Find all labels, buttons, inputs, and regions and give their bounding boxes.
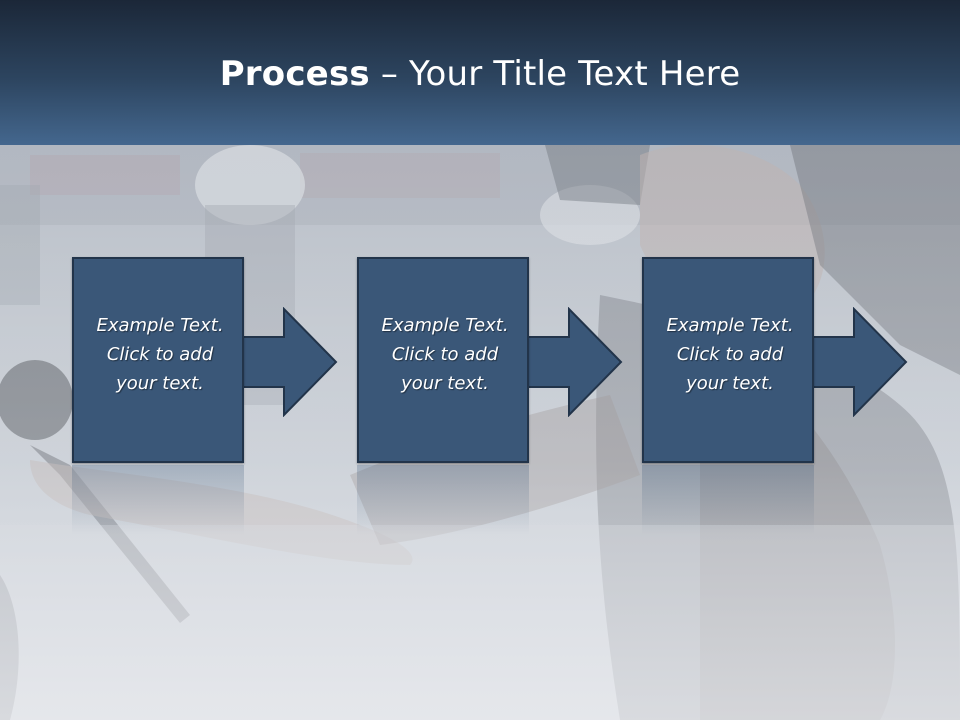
arrow-right-icon [810,307,908,417]
box-line-2: Click to add [106,344,214,365]
box-line-3: your text. [116,373,204,394]
box-reflection [72,465,244,535]
box-line-1: Example Text. [96,315,224,336]
process-box-3[interactable]: Example Text. Click to add your text. [642,257,814,463]
box-line-2: Click to add [391,344,499,365]
process-box-text: Example Text. Click to add your text. [644,311,816,398]
arrow-right-icon [240,307,338,417]
box-line-1: Example Text. [381,315,509,336]
process-box-2[interactable]: Example Text. Click to add your text. [357,257,529,463]
box-line-2: Click to add [676,344,784,365]
title-band: Process – Your Title Text Here [0,0,960,145]
box-reflection [642,465,814,535]
box-reflection [357,465,529,535]
box-line-3: your text. [686,373,774,394]
slide-title[interactable]: Process – Your Title Text Here [0,52,960,96]
process-box-text: Example Text. Click to add your text. [359,311,531,398]
process-box-1[interactable]: Example Text. Click to add your text. [72,257,244,463]
title-bold: Process [219,54,370,94]
arrow-right-icon [525,307,623,417]
box-line-1: Example Text. [666,315,794,336]
process-box-text: Example Text. Click to add your text. [74,311,246,398]
box-line-3: your text. [401,373,489,394]
title-rest: – Your Title Text Here [369,54,741,94]
